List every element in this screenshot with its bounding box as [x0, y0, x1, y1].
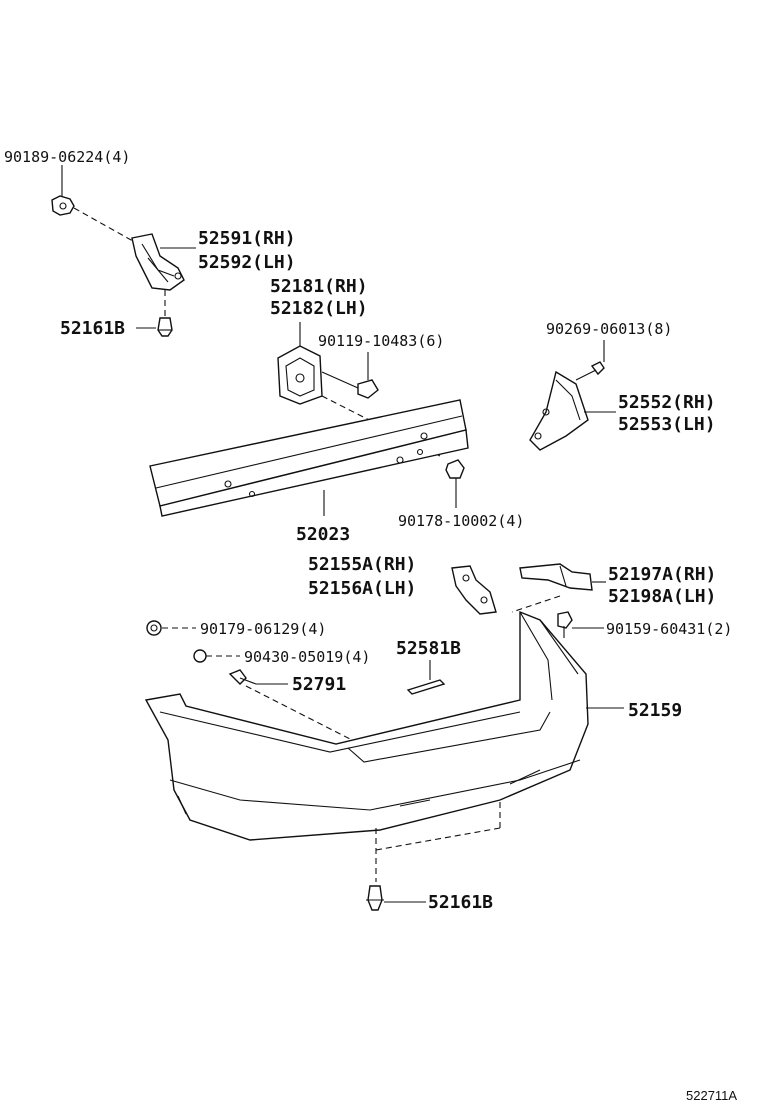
retainer-52181: [277, 345, 323, 405]
screw-90159: [557, 611, 573, 638]
label-52791: 52791: [292, 674, 346, 695]
label-90119: 90119-10483(6): [318, 332, 444, 350]
reflector-52581b: [406, 679, 446, 695]
bolt-90119: [321, 371, 379, 399]
dash-bumper-clip-2: [375, 827, 501, 851]
reinforcement-52023: [149, 399, 469, 517]
clip-90179: [146, 620, 162, 636]
label-52023: 52023: [296, 524, 350, 545]
label-52182: 52182(LH): [270, 298, 368, 319]
label-52161b-bottom: 52161B: [428, 892, 493, 913]
screw-90269: [575, 361, 605, 381]
nut-90178: [445, 459, 465, 479]
label-52592: 52592(LH): [198, 252, 296, 273]
bracket-52591: [131, 233, 185, 291]
label-90178: 90178-10002(4): [398, 512, 524, 530]
clip-52161b-bottom: [366, 885, 384, 911]
label-90159: 90159-60431(2): [606, 620, 732, 638]
clip-52161b-top: [157, 317, 173, 337]
label-52161b-top: 52161B: [60, 318, 125, 339]
figure-ref: 522711A: [686, 1088, 737, 1103]
label-90430: 90430-05019(4): [244, 648, 370, 666]
label-52581b: 52581B: [396, 638, 461, 659]
nut-90430: [193, 649, 207, 663]
label-52159: 52159: [628, 700, 682, 721]
label-90179: 90179-06129(4): [200, 620, 326, 638]
bolt-52791: [228, 669, 257, 685]
label-52591: 52591(RH): [198, 228, 296, 249]
label-52155a: 52155A(RH): [308, 554, 416, 575]
label-52552: 52552(RH): [618, 392, 716, 413]
label-90189: 90189-06224(4): [4, 148, 130, 166]
label-52197a: 52197A(RH): [608, 564, 716, 585]
bracket-52197a: [519, 563, 593, 591]
dash-52197a: [511, 595, 561, 613]
dash-90189: [73, 207, 141, 246]
bumper-cover-52159: [144, 610, 589, 841]
label-52181: 52181(RH): [270, 276, 368, 297]
label-52156a: 52156A(LH): [308, 578, 416, 599]
label-52198a: 52198A(LH): [608, 586, 716, 607]
label-90269: 90269-06013(8): [546, 320, 672, 338]
bracket-52155a: [451, 565, 497, 615]
label-52553: 52553(LH): [618, 414, 716, 435]
clip-nut-90189: [51, 195, 75, 216]
bracket-52552: [529, 370, 589, 451]
